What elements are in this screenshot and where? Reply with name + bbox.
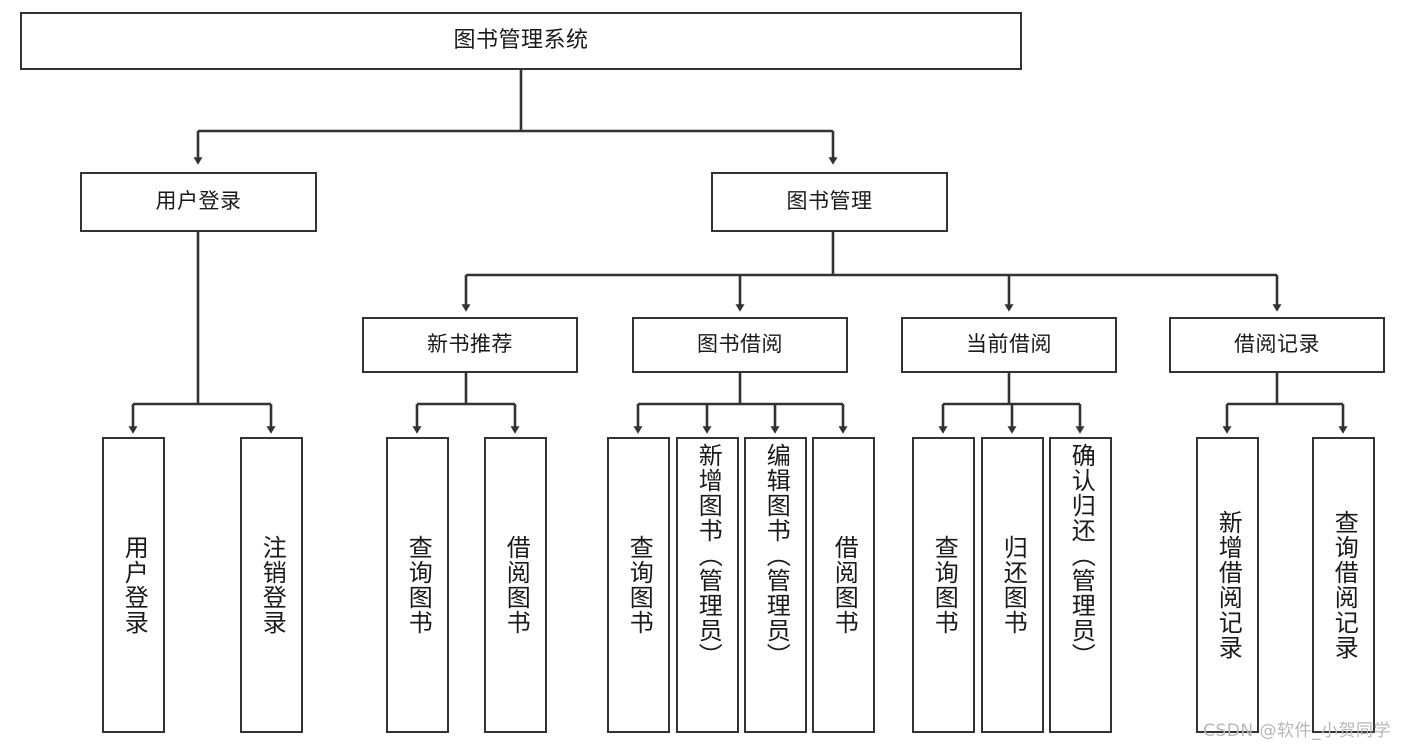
node-label: 查询图书 [930, 535, 959, 635]
leaf-query-book-new[interactable]: 查询图书 [386, 437, 449, 733]
leaf-user-login[interactable]: 用户登录 [102, 437, 165, 733]
node-label: 图书管理系统 [453, 27, 589, 53]
node-new-book-recommend[interactable]: 新书推荐 [362, 317, 578, 373]
node-label: 图书借阅 [697, 332, 783, 357]
leaf-return-book[interactable]: 归还图书 [981, 437, 1044, 733]
node-label: 注销登录 [258, 535, 287, 635]
node-book-borrow[interactable]: 图书借阅 [632, 317, 848, 373]
leaf-add-borrow-record[interactable]: 新增借阅记录 [1196, 437, 1259, 733]
node-label: 确认归还（管理员） [1067, 443, 1096, 668]
leaf-logout-login[interactable]: 注销登录 [240, 437, 303, 733]
node-label: 借阅图书 [502, 535, 531, 635]
node-current-borrow[interactable]: 当前借阅 [901, 317, 1117, 373]
node-label: 新增借阅记录 [1214, 510, 1243, 660]
node-label: 编辑图书（管理员） [762, 443, 791, 668]
leaf-query-book-borrow[interactable]: 查询图书 [607, 437, 670, 733]
leaf-borrow-book-new[interactable]: 借阅图书 [484, 437, 547, 733]
node-label: 借阅记录 [1234, 332, 1320, 357]
node-label: 用户登录 [155, 189, 242, 214]
node-label: 图书管理 [786, 189, 873, 214]
leaf-confirm-return-admin[interactable]: 确认归还（管理员） [1049, 437, 1112, 733]
leaf-add-book-admin[interactable]: 新增图书（管理员） [676, 437, 739, 733]
node-label: 查询图书 [625, 535, 654, 635]
node-label: 借阅图书 [830, 535, 859, 635]
node-label: 查询借阅记录 [1330, 510, 1359, 660]
watermark-text: CSDN @软件_小贺同学 [1203, 721, 1391, 741]
node-user-login[interactable]: 用户登录 [80, 172, 317, 232]
node-book-management[interactable]: 图书管理 [711, 172, 948, 232]
node-label: 新书推荐 [427, 332, 513, 357]
node-label: 归还图书 [999, 535, 1028, 635]
node-label: 当前借阅 [966, 332, 1052, 357]
leaf-edit-book-admin[interactable]: 编辑图书（管理员） [744, 437, 807, 733]
node-label: 新增图书（管理员） [694, 443, 723, 668]
node-borrow-record[interactable]: 借阅记录 [1169, 317, 1385, 373]
node-label: 查询图书 [404, 535, 433, 635]
leaf-borrow-book[interactable]: 借阅图书 [812, 437, 875, 733]
leaf-query-book-current[interactable]: 查询图书 [912, 437, 975, 733]
node-label: 用户登录 [120, 535, 149, 635]
leaf-query-borrow-record[interactable]: 查询借阅记录 [1312, 437, 1375, 733]
node-root-system[interactable]: 图书管理系统 [20, 12, 1022, 70]
